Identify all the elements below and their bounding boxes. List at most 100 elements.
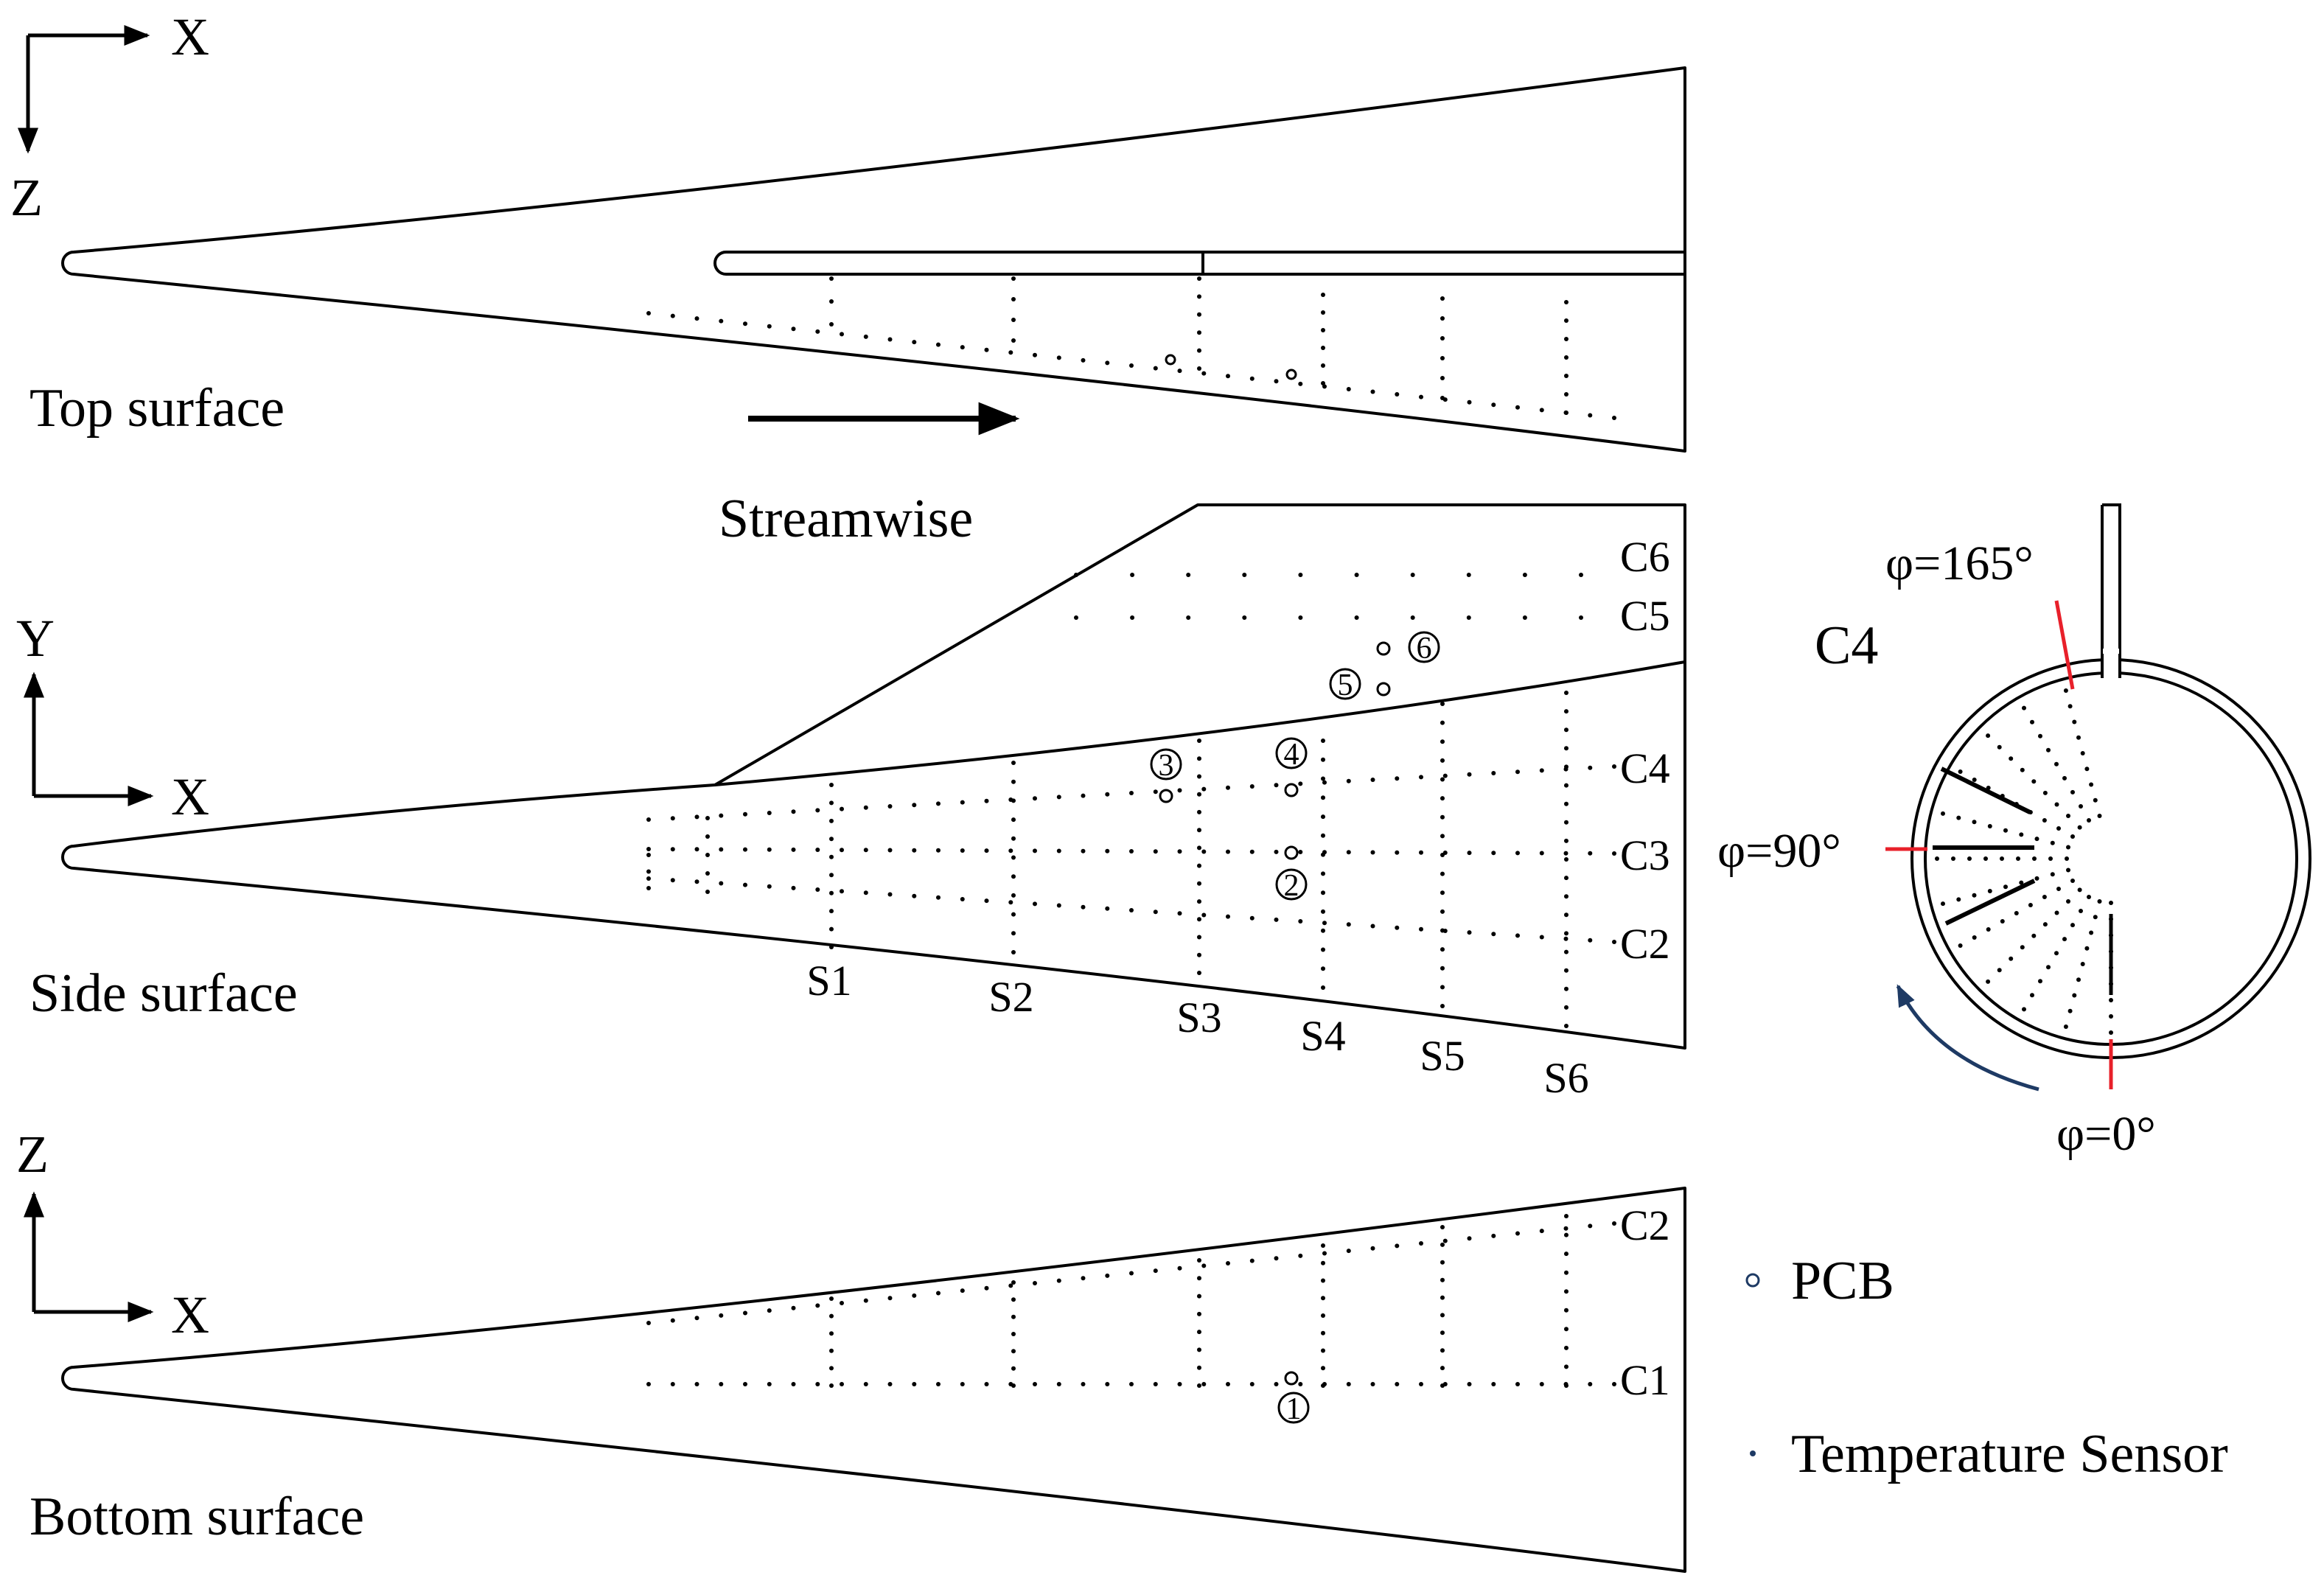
temperature-sensor-dot [2009, 956, 2014, 961]
temperature-sensor-dot [1197, 1347, 1201, 1352]
temperature-sensor-dot [1612, 764, 1616, 769]
temperature-sensor-dot [2042, 790, 2048, 795]
temperature-sensor-dot [1563, 936, 1568, 941]
temperature-sensor-dot [1564, 746, 1568, 751]
temperature-sensor-dot [1419, 850, 1423, 855]
temperature-sensor-dot [1440, 834, 1445, 839]
temperature-sensor-dot [1298, 850, 1303, 854]
temperature-sensor-dot [1177, 911, 1182, 916]
temperature-sensor-dot [840, 889, 844, 894]
temperature-sensor-dot [767, 1382, 772, 1386]
side-surface-caption: Side surface [29, 963, 298, 1024]
temperature-sensor-dot [1539, 935, 1544, 940]
row-label-c3: C3 [1620, 831, 1670, 879]
temperature-sensor-dot [2080, 751, 2085, 755]
temperature-sensor-dot [1440, 702, 1445, 706]
temperature-sensor-dot [815, 1382, 820, 1386]
temperature-sensor-dot [1197, 1311, 1201, 1316]
temperature-sensor-dot [863, 890, 868, 896]
temperature-sensor-dot [1033, 352, 1037, 357]
temperature-sensor-dot [1197, 971, 1201, 975]
temperature-sensor-dot [670, 1382, 675, 1386]
side-pcb-group: 2 3 4 5 6 [1150, 631, 1440, 903]
temperature-sensor-dot [1298, 573, 1303, 577]
temperature-sensor-dot [2109, 901, 2113, 905]
temperature-sensor-dot [1081, 1276, 1086, 1281]
temperature-sensor-dot [829, 322, 834, 327]
temperature-sensor-dot [1011, 1349, 1016, 1354]
temperature-sensor-dot [829, 1348, 834, 1353]
temperature-sensor-dot [936, 895, 941, 900]
temperature-sensor-dot [1564, 355, 1568, 360]
temperature-sensor-dot [767, 324, 772, 329]
temperature-sensor-dot [1395, 776, 1400, 781]
temperature-sensor-dot [1008, 1283, 1013, 1288]
temperature-sensor-dot [1564, 1214, 1568, 1218]
legend: PCB Temperature Sensor [1745, 1251, 2228, 1484]
temperature-sensor-dot [960, 345, 965, 350]
temperature-sensor-dot [1440, 777, 1445, 782]
bottom-surface-caption: Bottom surface [29, 1487, 364, 1547]
temperature-sensor-dot [1466, 573, 1471, 577]
temperature-sensor-dot [1242, 615, 1247, 620]
temperature-sensor-dot [1129, 849, 1134, 853]
temperature-sensor-dot [1564, 912, 1568, 918]
temperature-sensor-dot [1564, 374, 1568, 378]
temperature-sensor-dot [887, 892, 893, 897]
temperature-sensor-dot [1056, 848, 1061, 853]
temperature-sensor-dot [1564, 968, 1568, 973]
temperature-sensor-dot [1249, 376, 1255, 381]
temperature-sensor-dot [1274, 783, 1279, 788]
temperature-sensor-dot [1370, 850, 1375, 855]
temperature-sensor-dot [767, 1308, 772, 1313]
top-axis-x-label: X [171, 7, 209, 66]
temperature-sensor-dot [1056, 355, 1061, 360]
temperature-sensor-dot [1564, 337, 1568, 341]
temperature-sensor-dot [1011, 912, 1016, 917]
temperature-sensor-dot [1105, 906, 1110, 911]
temperature-sensor-dot [791, 1382, 796, 1386]
temperature-sensor-dot [815, 1303, 820, 1308]
temperature-sensor-dot [1467, 930, 1472, 935]
temperature-sensor-dot [984, 898, 989, 904]
temperature-sensor-dot [1274, 1256, 1279, 1261]
temperature-sensor-dot [1298, 781, 1303, 786]
side-axis-y-label: Y [16, 609, 55, 668]
temperature-sensor-dot [1395, 392, 1400, 397]
temperature-sensor-dot [1011, 1297, 1016, 1302]
temperature-sensor-dot [1129, 1271, 1134, 1276]
temperature-sensor-dot [887, 337, 893, 342]
row-label-c6: C6 [1620, 533, 1670, 581]
temperature-sensor-dot [2030, 719, 2034, 725]
temperature-sensor-dot [2030, 993, 2034, 998]
temperature-sensor-dot [1467, 399, 1472, 405]
temperature-sensor-dot [2028, 903, 2033, 907]
temperature-sensor-dot [1588, 765, 1593, 770]
temperature-sensor-dot [1612, 1382, 1616, 1386]
temperature-sensor-dot [1056, 903, 1061, 908]
temperature-sensor-dot [1935, 856, 1939, 861]
temperature-sensor-dot [2031, 779, 2037, 784]
temperature-sensor-dot [1539, 408, 1544, 413]
temperature-sensor-dot [1440, 1383, 1445, 1388]
temperature-sensor-dot [1941, 811, 1945, 816]
temperature-sensor-dot [719, 881, 724, 886]
temperature-sensor-dot [1440, 1348, 1445, 1353]
temperature-sensor-dot [2067, 704, 2073, 709]
temperature-sensor-dot [1129, 1382, 1134, 1386]
side-axis-x-label: X [171, 767, 209, 826]
temperature-sensor-dot [1564, 1327, 1568, 1332]
temperature-sensor-dot [791, 885, 796, 890]
temperature-sensor-dot [1515, 1231, 1520, 1236]
top-canopy-slot [713, 251, 1685, 276]
station-label-s5: S5 [1420, 1032, 1465, 1080]
temperature-sensor-dot [1440, 966, 1445, 971]
temperature-sensor-dot [719, 318, 724, 324]
temperature-sensor-dot [1579, 573, 1583, 577]
temperature-sensor-dot [1987, 824, 1992, 828]
temperature-sensor-dot [1226, 785, 1230, 790]
temperature-sensor-dot [829, 1383, 834, 1388]
temperature-sensor-dot [2056, 826, 2061, 831]
temperature-sensor-dot [1986, 927, 1991, 932]
temperature-sensor-dot [743, 811, 747, 817]
